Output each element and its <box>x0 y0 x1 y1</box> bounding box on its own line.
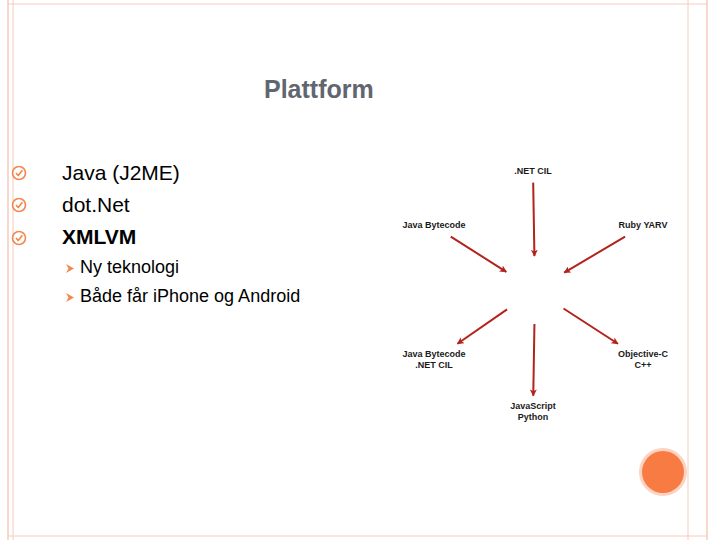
flow-arrow <box>533 324 534 396</box>
arrow-bullet <box>66 264 74 273</box>
platform-name: JavaScript Python <box>504 401 562 424</box>
slide-title: Plattform <box>264 75 374 104</box>
bullet-text: XMLVM <box>62 224 136 249</box>
platform-name: Objective-C C++ <box>613 349 673 372</box>
frame-line <box>706 0 708 540</box>
check-bullet <box>13 199 26 212</box>
arrow-bullets <box>66 264 74 302</box>
platform-name: Java Bytecode .NET CIL <box>399 349 469 372</box>
platform-name: .NET CIL <box>488 166 578 177</box>
check-bullet <box>13 167 26 180</box>
platform-name: Java Bytecode <box>389 220 479 231</box>
platform-node: .NET CIL <box>488 166 578 177</box>
platform-node: Objective-C C++ <box>613 349 673 372</box>
frame-line <box>13 0 14 540</box>
flow-arrow <box>564 308 618 343</box>
flow-arrow <box>533 183 534 256</box>
flow-arrow <box>564 237 625 273</box>
frame-line <box>7 0 9 540</box>
platform-node: JavaScript Python <box>504 401 562 424</box>
bullet-text: Java (J2ME) <box>62 160 180 185</box>
check-bullet <box>13 232 26 245</box>
flow-arrow <box>457 309 507 343</box>
frame-line <box>8 536 707 537</box>
arrow-bullet <box>66 293 74 302</box>
platform-node: Ruby YARV <box>598 220 688 231</box>
platform-node: Java Bytecode .NET CIL <box>399 349 469 372</box>
flow-arrow <box>451 237 507 272</box>
check-bullets <box>13 167 26 245</box>
bullet-text: dot.Net <box>62 192 130 217</box>
corner-ring <box>639 448 687 496</box>
sub-bullet-text: Ny teknologi <box>80 257 179 279</box>
frame-line <box>688 0 689 540</box>
platform-name: Ruby YARV <box>598 220 688 231</box>
corner-dot <box>642 451 684 493</box>
platform-node: Java Bytecode <box>389 220 479 231</box>
sub-bullet-text: Både får iPhone og Android <box>80 286 300 308</box>
frame-line <box>8 4 707 5</box>
